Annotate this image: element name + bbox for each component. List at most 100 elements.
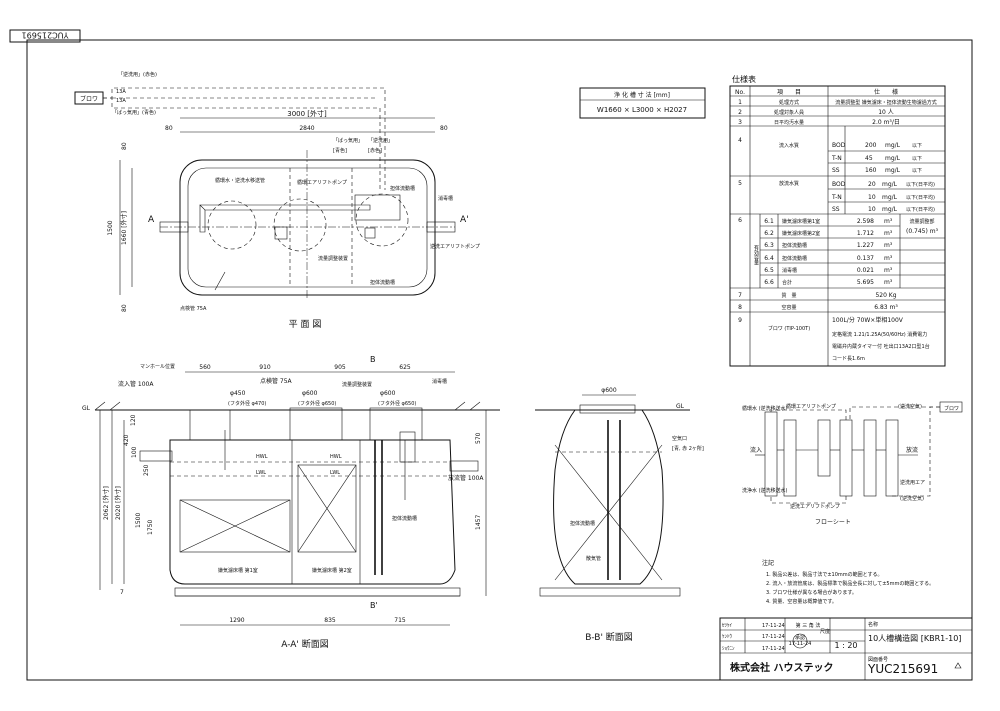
aa-dim-835: 835 [324,617,336,624]
plan-dim-left: 80 [165,125,173,132]
flow-circulation-pump: 循環エアリフトポンプ [786,403,836,410]
flow-sheet: 循環水 (逆洗移送水) 循環エアリフトポンプ (逆洗空気) ブロワ 流入 逆洗エ… [742,401,963,526]
spec-row-item: 放流水質 [779,180,799,187]
blower-detail: コード長1.6m [832,356,865,362]
volume-unit: m³ [884,279,893,286]
spec-row-item: ブロワ (TIP-100T) [768,325,810,332]
volume-no: 6.5 [764,267,774,274]
plan-dim-right: 80 [440,125,448,132]
influent-value: 200 [865,142,877,149]
aa-dim-420: 420 [123,434,130,446]
aa-dim-1750: 1750 [147,520,154,535]
volume-name: 合計 [782,279,792,286]
aa-dim-625: 625 [399,364,411,371]
spec-row-no: 5 [738,180,742,187]
tb-date: 17-11-24 [762,646,785,652]
aa-lwl-1: LWL [256,470,266,476]
volume-value: 1.712 [857,230,874,237]
spec-row-item: 流入水質 [779,142,799,149]
tb-number: YUC215691 [867,662,938,676]
callout-13a-2: 13A [116,98,126,104]
flow-backwash-air-1: (逆洗空気) [898,403,922,410]
blower-detail: 定格電流 1.21/1.25A(50/60Hz) 消費電力 [832,331,927,338]
aa-dim-910: 910 [259,364,271,371]
aa-opening-600a: φ600 [302,390,318,397]
tb-name-label: 名称 [868,621,878,628]
warning-icon [954,662,962,669]
volume-value: 0.021 [857,267,874,274]
spec-row-value: 100L/分 70W×単相100V [832,316,904,324]
label-blue: [青色] [333,147,347,154]
tb-company: 株式会社 ハウステック [730,661,833,674]
effluent-unit: mg/L [882,206,898,213]
label-backwash-pump: 逆洗エアリフトポンプ [430,243,480,250]
flow-backwash-air-2: (逆洗空気) [900,495,924,502]
effluent-rows: BOD 20 mg/L 以下(日平均) T-N 10 mg/L 以下(日平均) … [831,181,935,213]
flow-blower: ブロワ [944,405,959,412]
size-table-value: W1660 × L3000 × H2027 [597,106,687,114]
aa-carrier-tank: 担体流動槽 [392,515,417,522]
spec-row-no: 3 [738,119,742,126]
section-aa: 560 910 905 625 φ450 φ600 φ600 (フタ外径 φ47… [82,355,500,650]
volume-value: 1.227 [857,242,874,249]
section-tank-outline [169,439,456,585]
influent-cond: 以下 [912,156,922,162]
aa-dim-1457: 1457 [475,515,482,530]
spec-title: 仕様表 [732,74,756,84]
effluent-value: 20 [868,181,876,188]
bb-carrier-tank: 担体流動槽 [570,520,595,527]
aa-dim-1290: 1290 [229,617,244,624]
size-table-header: 浄 化 槽 寸 法 [mm] [614,91,670,99]
bb-gl: GL [676,403,685,410]
aa-hwl-2: HWL [330,454,342,460]
volume-unit: m³ [884,267,893,274]
spec-row-item: 空容量 [781,304,796,311]
aa-flow-regulator: 流量調整装置 [342,381,372,388]
aa-lid-650b: (フタ外径 φ650) [378,400,416,407]
callout-aeration: 「ばっ気用」(青色) [112,109,156,116]
aa-dim-715: 715 [394,617,406,624]
tb-scale: 1 : 20 [834,641,857,650]
label-carrier-tank-2: 担体流動槽 [370,279,395,286]
plan-dim-bottom: 80 [121,304,128,312]
aa-dim-1500: 1500 [135,513,142,528]
aa-dim-250: 250 [143,464,150,476]
flow-box-3 [817,419,831,477]
plan-section-a-prime: A' [460,215,469,225]
aa-opening-600b: φ600 [380,390,396,397]
influent-unit: mg/L [885,167,901,174]
spec-row-item: 有効容量 [753,244,759,266]
frame-border [26,39,973,681]
plan-dim-outer-width: 1660 [外寸] [120,211,128,245]
aa-dim-100: 100 [131,446,138,458]
volume-no: 6.6 [764,279,774,286]
plan-view-title: 平 面 図 [289,319,322,330]
manhole-1 [207,200,257,250]
plan-outlet-pipe [426,221,456,233]
spec-row-no: 1 [738,99,742,106]
note-item: 2. 流入・放流管底は、製品標準で製品全長に対して±5mmの範囲とする。 [766,580,934,587]
effluent-param: T-N [831,194,842,201]
flow-inflow: 流入 [750,446,762,454]
plan-section-a: A [148,215,155,225]
spec-row-value: 2.0 m³/日 [872,119,900,126]
aa-dim-560: 560 [199,364,211,371]
volume-value: 5.695 [857,279,874,286]
label-disinfection-tank: 消毒槽 [438,195,453,202]
flow-wash-water: 洗浄水 (逆洗移送水) [742,487,788,494]
flow-box-5 [863,419,877,497]
plan-dim-overall-length: 3000 [外寸] [287,109,327,118]
label-transfer-pipe: 循環水・逆洗水移送管 [215,177,265,184]
note-item: 1. 製品公差は、製品寸法で±10mmの範囲とする。 [766,571,883,578]
label-flow-regulator: 流量調整装置 [318,255,348,262]
spec-row-value: 流量調整型 嫌気濾床・担体流動生物濾過方式 [835,99,937,106]
volume-value: 0.137 [857,255,874,262]
tb-stamp-text: 承認 [795,634,805,641]
effluent-param: SS [832,206,840,213]
aa-gl: GL [82,405,91,412]
tb-stamp-date: 17-11-24 [789,641,812,647]
volume-name: 担体流動槽 [782,255,807,262]
label-aeration: 「ばっ気用」 [333,137,363,144]
